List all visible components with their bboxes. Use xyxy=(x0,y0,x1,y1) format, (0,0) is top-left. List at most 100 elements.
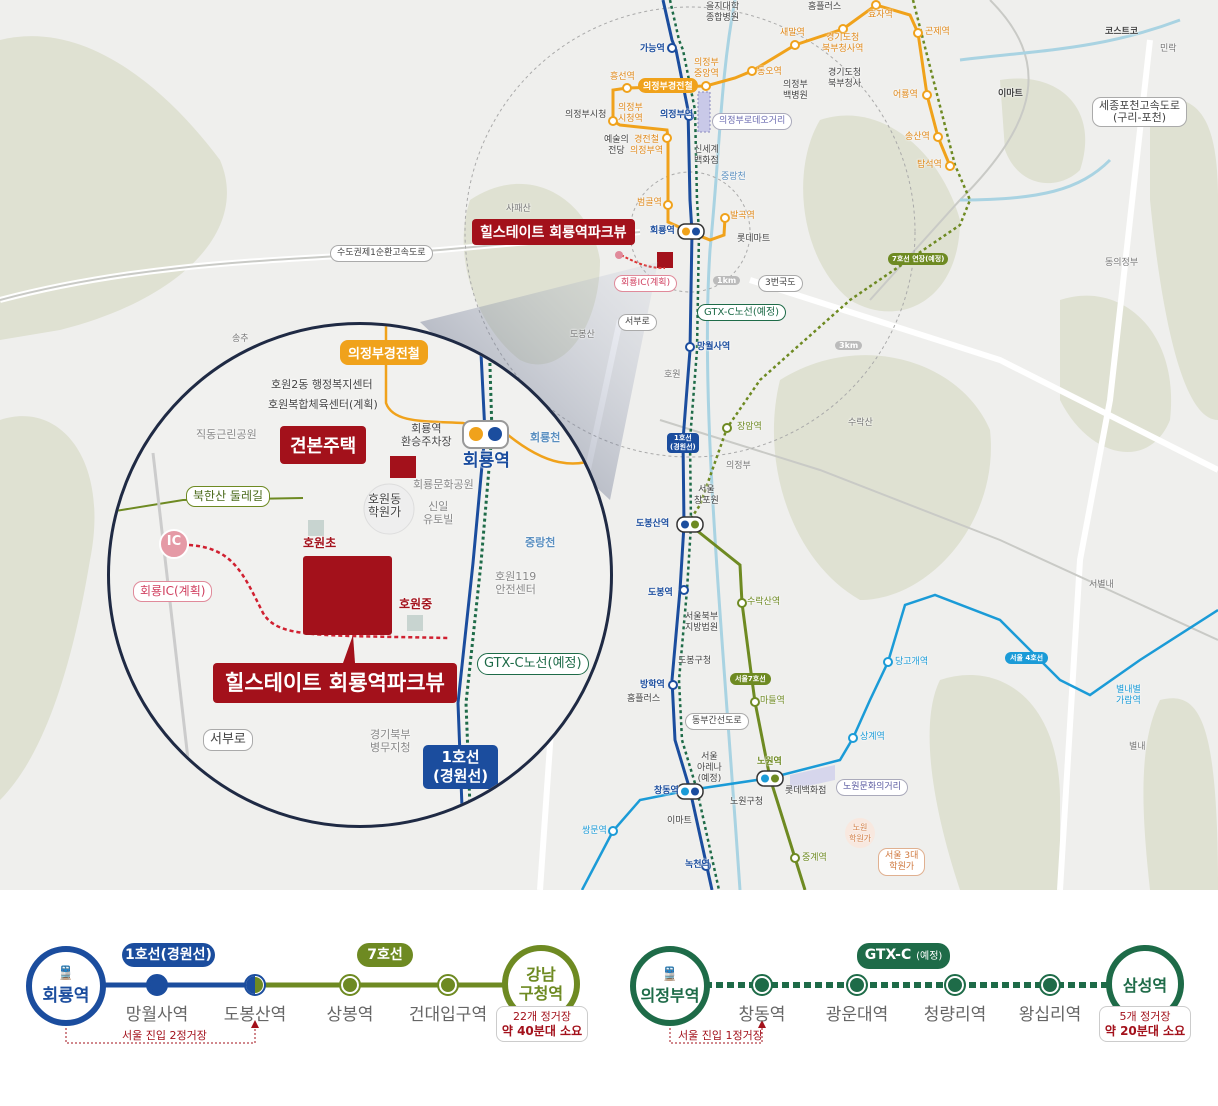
origin-station: 🚆 의정부역 xyxy=(630,946,710,1026)
place-label: 노원구청 xyxy=(730,797,764,807)
station-label: 방학역 xyxy=(640,680,665,690)
stop-label: 망월사역 xyxy=(125,1005,189,1025)
stop-label: 청량리역 xyxy=(923,1005,987,1025)
gtx-line xyxy=(668,0,721,890)
ic-icon: IC xyxy=(166,534,182,549)
ic-label: 동의정부 xyxy=(1105,258,1139,268)
place-label: 직동근린공원 xyxy=(196,428,257,441)
place-label: 호원동 학원가 xyxy=(368,492,402,519)
area-map: 가능역 의정부역 회룡역 망월사역 도봉산역 도봉역 방학역 창동역 녹천역 흥… xyxy=(0,0,1218,890)
line1-badge: 1호선 (경원선) xyxy=(423,745,499,789)
station-label: 쌍문역 xyxy=(582,826,607,836)
site-block xyxy=(303,556,392,635)
mountain-label: 수락산 xyxy=(848,418,873,428)
model-house-badge: 견본주택 xyxy=(280,426,367,464)
line7-badge: 서울7호선 xyxy=(730,673,771,685)
station-label: 탑석역 xyxy=(917,160,942,170)
inset-station-label: 회룡역 xyxy=(463,451,510,471)
station-label: 곤제역 xyxy=(925,27,950,37)
station-label: 의정부 시청역 xyxy=(618,103,643,124)
line7-extension xyxy=(688,0,972,521)
line7 xyxy=(689,523,807,890)
place-label: 회룡문화공원 xyxy=(413,478,474,491)
station-label: 별내별 가람역 xyxy=(1116,685,1141,706)
line4-badge: 서울 4호선 xyxy=(1005,652,1049,664)
station-label: 회룡역 xyxy=(650,226,675,236)
stop-label: 상봉역 xyxy=(326,1005,374,1025)
station-label: 망월사역 xyxy=(697,342,731,352)
ic-plan-label: 회룡IC(계획) xyxy=(614,275,678,292)
place-label: 서울북부 지방법원 xyxy=(685,612,719,633)
ic-plan-label: 회룡IC(계획) xyxy=(133,581,213,602)
transfer-stations xyxy=(676,223,784,800)
gtx-badge: GTX-C (예정) xyxy=(857,943,950,969)
river-label: 회룡천 xyxy=(530,431,561,444)
river-label: 중랑천 xyxy=(525,536,556,549)
station-label: 의정부역 xyxy=(660,110,694,120)
ic-label: 민락 xyxy=(1160,44,1177,54)
station-label: 효자역 xyxy=(868,10,893,20)
ic-label: 호원 xyxy=(664,370,681,380)
station-label: 새말역 xyxy=(780,28,805,38)
station-label: 수락산역 xyxy=(747,597,781,607)
station-label: 도봉산역 xyxy=(636,519,670,529)
road-label: 세종포천고속도로 (구리-포천) xyxy=(1092,97,1187,127)
line4 xyxy=(580,593,1218,890)
station-label: 녹천역 xyxy=(685,860,710,870)
station-label: 창동역 xyxy=(654,786,679,796)
place-label: 경기북부 병무지청 xyxy=(370,728,411,754)
place-label: 호원119 안전센터 xyxy=(495,570,537,596)
mountain-label: 사패산 xyxy=(506,204,531,214)
road-label: 의정부로데오거리 xyxy=(712,113,793,130)
place-label: 예술의 전당 xyxy=(604,135,629,156)
stop-label: 왕십리역 xyxy=(1018,1005,1082,1025)
map-lines xyxy=(0,0,1218,890)
station-label: 범골역 xyxy=(637,198,662,208)
train-icon: 🚆 xyxy=(661,966,679,982)
station-label: 도봉역 xyxy=(648,588,673,598)
line1-badge: 1호선 (경원선) xyxy=(667,433,699,453)
place-label: 신일 유토빌 xyxy=(423,500,454,526)
lrt-badge: 의정부경전철 xyxy=(638,78,698,93)
place-label: 이마트 xyxy=(998,89,1023,99)
place-label: 롯데마트 xyxy=(737,234,771,244)
place-label: 호원복합체육센터(계획) xyxy=(268,398,378,411)
site-badge: 힐스테이트 회룡역파크뷰 xyxy=(213,663,457,703)
place-label: 서울 아레나 (예정) xyxy=(697,752,722,784)
inset-lrt-badge: 의정부경전철 xyxy=(340,340,428,365)
road-label: 노원문화의거리 xyxy=(836,779,908,796)
seoul-entry-note: 서울 진입 2정거장 xyxy=(122,1029,207,1042)
origin-label: 의정부역 xyxy=(640,985,700,1005)
place-label: 호원2동 행정복지센터 xyxy=(271,378,373,391)
gtx-label: GTX-C노선(예정) xyxy=(697,304,787,321)
line7-badge: 7호선 xyxy=(357,943,413,967)
school-label: 호원중 xyxy=(399,597,433,611)
place-label: 롯데백화점 xyxy=(785,786,827,796)
station-label: 장암역 xyxy=(737,422,762,432)
station-label: 동오역 xyxy=(757,67,782,77)
station-label: 어룡역 xyxy=(893,90,918,100)
place-label: 노원 학원가 xyxy=(845,818,875,848)
school-label: 호원초 xyxy=(303,536,337,550)
station-label: 중계역 xyxy=(802,853,827,863)
station-label: 노원역 xyxy=(757,757,782,767)
line1 xyxy=(661,0,714,890)
station-label: 경기도청 북부청사역 xyxy=(822,33,864,54)
radius-3km: 3km xyxy=(835,341,863,350)
road-label: 3번국도 xyxy=(758,275,803,292)
station-label: 의정부 중앙역 xyxy=(694,58,719,79)
road-label: 서울 3대 학원가 xyxy=(878,848,926,876)
road-label: 서부로 xyxy=(203,729,253,751)
ic-label: 의정부 xyxy=(726,461,751,471)
line7-ext-badge: 7호선 연장(예정) xyxy=(888,253,949,265)
place-label: 회룡역 환승주차장 xyxy=(401,422,452,448)
origin-station: 🚆회룡역 xyxy=(26,946,106,1026)
site-badge: 힐스테이트 회룡역파크뷰 xyxy=(472,219,635,245)
place-label: 경기도청 북부청사 xyxy=(828,68,862,89)
station-label: 발곡역 xyxy=(730,211,755,221)
stop-label: 창동역 xyxy=(738,1005,786,1025)
ic-label: 서별내 xyxy=(1089,580,1114,590)
place-label: 을지대학 종합병원 xyxy=(706,2,740,23)
